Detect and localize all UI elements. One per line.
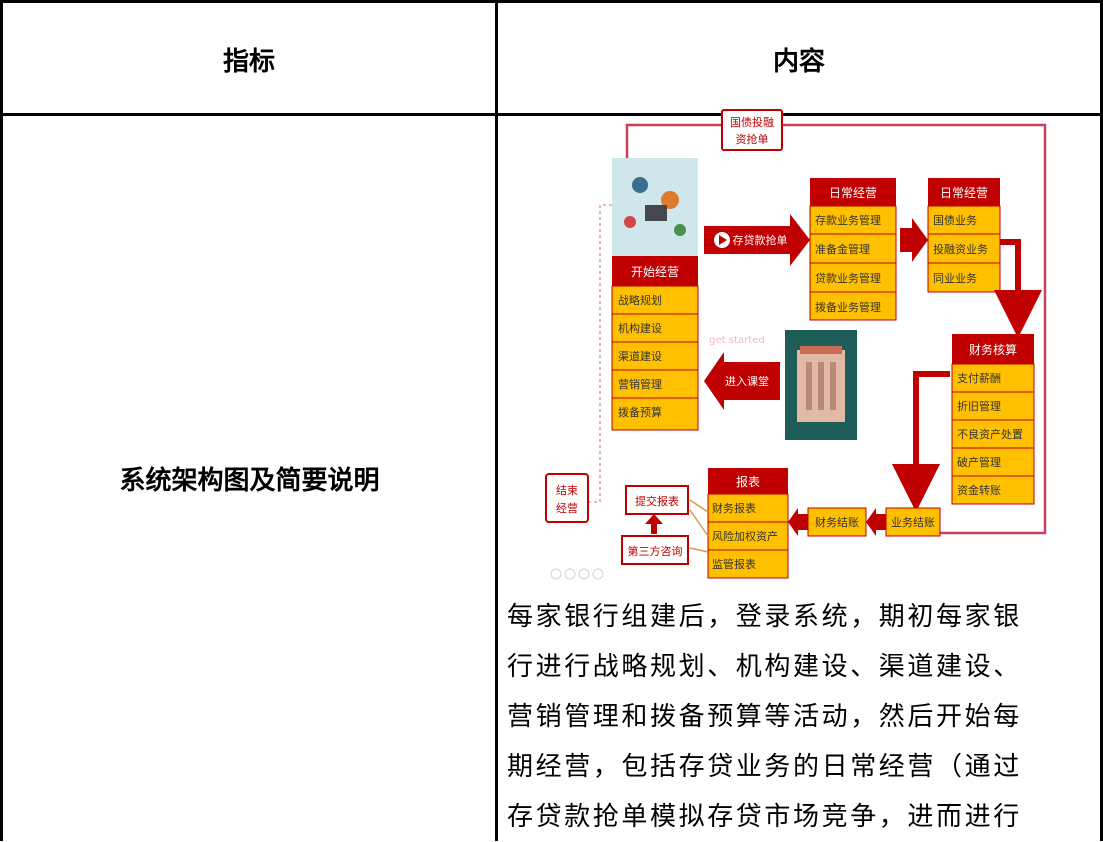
arrow-to-report bbox=[788, 508, 808, 536]
finance-items: 支付薪酬 折旧管理 不良资产处置 破产管理 资金转账 bbox=[951, 363, 1035, 505]
table-border-right bbox=[1100, 0, 1103, 841]
row-label: 系统架构图及简要说明 bbox=[119, 466, 380, 496]
start-item-4: 营销管理 bbox=[618, 377, 662, 391]
daily1-title: 日常经营 bbox=[829, 186, 877, 200]
finance-title: 财务核算 bbox=[969, 342, 1017, 357]
submit-report-box bbox=[625, 485, 689, 515]
daily1-item-3: 贷款业务管理 bbox=[815, 271, 881, 285]
start-item-1: 战略规划 bbox=[618, 293, 662, 307]
tech-icon-d bbox=[624, 216, 636, 228]
return-dotted-line bbox=[588, 204, 612, 503]
top-box-line2: 资抢单 bbox=[736, 132, 769, 146]
header-content: 内容 bbox=[772, 46, 825, 77]
deposit-arrow bbox=[704, 214, 810, 266]
settle-finance-label: 财务结账 bbox=[815, 515, 859, 529]
daily1-items: 存款业务管理 准备金管理 贷款业务管理 拨备业务管理 bbox=[809, 205, 897, 321]
report-item-1: 财务报表 bbox=[712, 501, 756, 515]
table-border-top bbox=[0, 0, 1103, 3]
faint-icons bbox=[550, 568, 604, 580]
start-title-bg bbox=[612, 256, 698, 286]
submit-report-label: 提交报表 bbox=[635, 494, 679, 508]
deposit-arrow-label: 存贷款抢单 bbox=[733, 233, 788, 247]
arrow-to-settle bbox=[892, 371, 950, 512]
description-line-5: 存贷款抢单模拟存贷市场竞争，进而进行 bbox=[507, 802, 1022, 832]
third-party-label: 第三方咨询 bbox=[628, 544, 683, 558]
report-connectors bbox=[689, 499, 709, 553]
end-line2: 经营 bbox=[556, 501, 578, 515]
arrow-settle-to-finance bbox=[866, 508, 886, 536]
start-item-3: 渠道建设 bbox=[618, 349, 662, 363]
table-border-middle bbox=[495, 0, 498, 841]
daily1-item-1: 存款业务管理 bbox=[815, 213, 881, 227]
finance-item-5: 资金转账 bbox=[957, 483, 1001, 497]
description-line-3: 营销管理和拨备预算等活动，然后开始每 bbox=[507, 702, 1022, 732]
settle-business-label: 业务结账 bbox=[891, 516, 935, 529]
start-items: 战略规划 机构建设 渠道建设 营销管理 拨备预算 bbox=[611, 285, 699, 431]
daily2-item-1: 国债业务 bbox=[933, 213, 977, 227]
daily2-title: 日常经营 bbox=[940, 186, 988, 200]
settle-finance-box bbox=[807, 507, 867, 537]
start-title: 开始经营 bbox=[631, 265, 679, 279]
end-box bbox=[545, 473, 589, 523]
arrow-to-finance bbox=[994, 239, 1042, 338]
daily1-item-2: 准备金管理 bbox=[815, 242, 870, 256]
tech-icon-a bbox=[632, 177, 648, 193]
daily-arrow bbox=[900, 218, 928, 262]
description-line-2: 行进行战略规划、机构建设、渠道建设、 bbox=[507, 652, 1022, 682]
report-item-2: 风险加权资产 bbox=[712, 529, 778, 543]
description-paragraph: 每家银行组建后，登录系统，期初每家银 行进行战略规划、机构建设、渠道建设、 营销… bbox=[507, 592, 1097, 842]
finance-item-1: 支付薪酬 bbox=[957, 372, 1001, 385]
top-box-line1: 国债投融 bbox=[730, 115, 774, 129]
daily2-item-2: 投融资业务 bbox=[933, 242, 988, 256]
description-line-4: 期经营，包括存贷业务的日常经营（通过 bbox=[507, 752, 1022, 782]
end-line1: 结束 bbox=[556, 484, 578, 497]
top-box bbox=[721, 109, 783, 151]
finance-item-2: 折旧管理 bbox=[957, 399, 1001, 413]
daily2-items: 国债业务 投融资业务 同业业务 bbox=[927, 205, 1001, 293]
header-indicator: 指标 bbox=[222, 46, 275, 77]
report-items: 财务报表 风险加权资产 监管报表 bbox=[707, 493, 789, 579]
finance-item-4: 破产管理 bbox=[957, 455, 1001, 469]
table-border-header bbox=[0, 113, 1103, 116]
tech-icon-c bbox=[645, 205, 667, 221]
class-arrow-label: 进入课堂 bbox=[725, 375, 769, 388]
start-item-5: 拨备预算 bbox=[618, 405, 662, 419]
description-line-1: 每家银行组建后，登录系统，期初每家银 bbox=[507, 602, 1022, 632]
table-border-left bbox=[0, 0, 3, 841]
up-arrow bbox=[645, 514, 663, 534]
finance-item-3: 不良资产处置 bbox=[957, 427, 1023, 441]
architecture-diagram: 国债投融 资抢单 开始经营 战略规划 机构建设 渠道建设 营销管理 拨备预算 存… bbox=[545, 109, 1047, 580]
class-arrow bbox=[704, 352, 780, 410]
loop-line bbox=[625, 123, 1047, 535]
report-item-3: 监管报表 bbox=[712, 557, 756, 571]
tech-icon-b bbox=[661, 191, 679, 209]
daily1-item-4: 拨备业务管理 bbox=[815, 300, 881, 314]
get-started-text: get started bbox=[709, 335, 764, 346]
tech-icon-e bbox=[674, 224, 686, 236]
daily2-item-3: 同业业务 bbox=[933, 272, 977, 285]
third-party-box bbox=[621, 535, 689, 565]
start-item-2: 机构建设 bbox=[618, 321, 662, 335]
report-title: 报表 bbox=[736, 474, 760, 489]
